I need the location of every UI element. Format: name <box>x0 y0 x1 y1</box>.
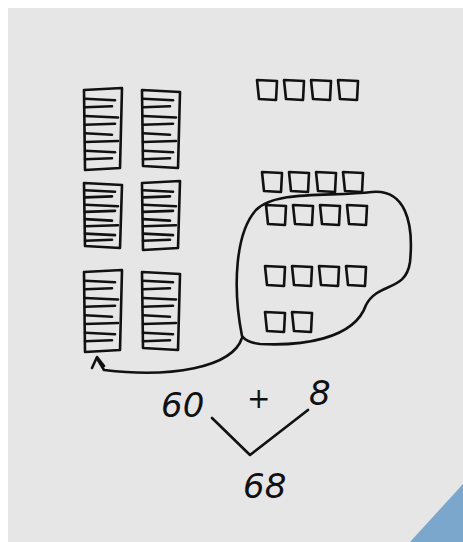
rod-rung <box>143 211 173 212</box>
rod-rung <box>85 211 115 212</box>
ones-cube <box>284 80 304 100</box>
rod-rung <box>85 281 115 283</box>
rod-rung <box>143 196 170 197</box>
ones-cube <box>292 312 312 332</box>
ones-cube <box>257 80 277 100</box>
rod-rung <box>143 158 170 159</box>
ones-cube <box>262 172 282 192</box>
rod-rung <box>143 288 170 289</box>
rod-rung <box>85 333 115 335</box>
ones-cube <box>266 205 286 225</box>
rod-rung <box>143 151 173 153</box>
rod-rung <box>85 306 115 307</box>
grouping-loop <box>237 192 411 345</box>
rod-rung <box>143 315 170 317</box>
ones-cube <box>265 266 285 286</box>
branch-lines <box>212 410 308 455</box>
ones-cube <box>293 205 313 225</box>
paper <box>8 8 463 542</box>
ones-cube <box>338 80 358 100</box>
rod-rung <box>143 141 176 142</box>
rod-rung <box>143 234 173 236</box>
rod-rung <box>143 219 170 221</box>
rod-rung <box>85 234 115 236</box>
ones-cube <box>289 172 309 192</box>
rod-rung <box>85 298 118 300</box>
rod-rung <box>143 116 176 118</box>
tens-rod <box>142 181 180 250</box>
ones-cube <box>292 266 312 286</box>
rod-rung <box>143 323 176 324</box>
rod-rung <box>85 158 112 159</box>
plus-sign: + <box>247 385 270 413</box>
rod-rung <box>143 133 170 135</box>
rod-rung <box>85 190 115 192</box>
folded-corner <box>410 484 463 542</box>
tens-rods <box>84 88 180 352</box>
ones-cube <box>265 312 285 332</box>
ones-cube <box>343 172 363 192</box>
rod-rung <box>85 240 112 241</box>
tens-rod <box>142 272 180 350</box>
rod-rung <box>143 298 176 300</box>
rod-rung <box>85 151 115 153</box>
rod-rung <box>143 124 173 125</box>
ones-cubes <box>257 80 367 332</box>
ones-cube <box>319 266 339 286</box>
rod-rung <box>85 225 118 226</box>
rod-rung <box>85 141 118 142</box>
rod-rung <box>143 99 173 101</box>
rod-rung <box>143 333 173 335</box>
arrow-head <box>92 357 104 368</box>
rod-rung <box>85 196 112 197</box>
rod-rung <box>143 106 170 107</box>
rod-rung <box>143 240 170 241</box>
rod-rung <box>85 205 118 207</box>
tens-rod <box>84 88 122 170</box>
tens-rod <box>84 270 122 352</box>
ones-value: 8 <box>309 376 331 410</box>
tens-rod <box>84 183 122 248</box>
regroup-arrow <box>98 338 242 373</box>
rod-rung <box>143 225 176 226</box>
ones-cube <box>320 205 340 225</box>
rod-rung <box>143 306 173 307</box>
rod-rung <box>85 323 118 324</box>
rod-rung <box>85 219 112 221</box>
rod-rung <box>143 205 176 207</box>
rod-rung <box>143 340 170 341</box>
ones-cube <box>316 172 336 192</box>
rod-rung <box>85 124 115 125</box>
rod-rung <box>85 340 112 341</box>
rod-rung <box>143 190 173 192</box>
ones-cube <box>346 266 366 286</box>
rod-rung <box>85 116 118 118</box>
total-value: 68 <box>243 469 286 503</box>
rod-rung <box>85 106 112 107</box>
rod-rung <box>85 99 115 101</box>
rod-rung <box>85 133 112 135</box>
ones-cube <box>347 205 367 225</box>
rod-rung <box>85 315 112 317</box>
tens-value: 60 <box>161 388 204 422</box>
rod-rung <box>143 281 173 283</box>
rod-rung <box>85 288 112 289</box>
ones-cube <box>311 80 331 100</box>
tens-rod <box>142 90 180 168</box>
